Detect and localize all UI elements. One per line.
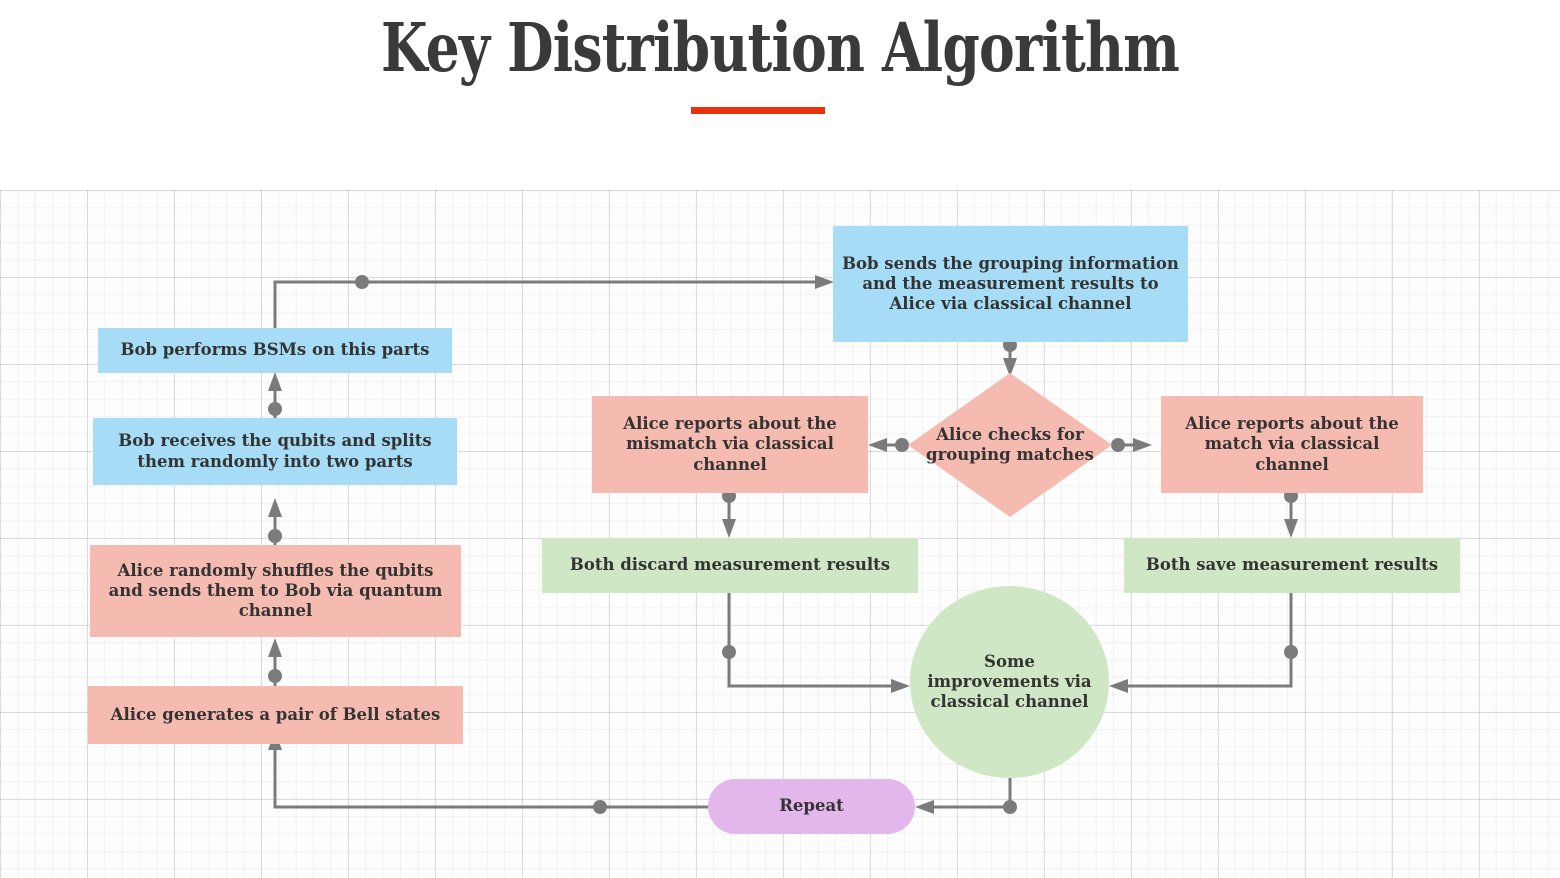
- node-repeat[interactable]: Repeat: [708, 779, 915, 834]
- node-alice-reports-mismatch[interactable]: Alice reports about the mismatch via cla…: [592, 396, 868, 493]
- edge-discard-to-improvements: [722, 593, 910, 693]
- arrow-head: [815, 275, 834, 289]
- node-both-save-results[interactable]: Both save measurement results: [1124, 538, 1460, 593]
- edge-shuffle-to-receive: [268, 498, 282, 545]
- node-bob-performs-bsms[interactable]: Bob performs BSMs on this parts: [98, 328, 452, 373]
- edge-improvements-to-repeat: [915, 778, 1017, 814]
- edge-mismatch-to-discard: [722, 489, 736, 538]
- flowchart-canvas: Bob sends the grouping information and t…: [0, 190, 1560, 878]
- arrow-head: [1109, 679, 1128, 693]
- arrow-head: [268, 638, 282, 657]
- node-alice-reports-match[interactable]: Alice reports about the match via classi…: [1161, 396, 1423, 493]
- arrow-head: [268, 498, 282, 517]
- edge-dot: [268, 529, 282, 543]
- node-bob-sends-grouping-info[interactable]: Bob sends the grouping information and t…: [833, 226, 1188, 342]
- title-underline: [691, 107, 825, 114]
- arrow-head: [868, 438, 887, 452]
- edge-dot: [895, 438, 909, 452]
- node-alice-shuffles-qubits[interactable]: Alice randomly shuffles the qubits and s…: [90, 545, 461, 637]
- node-alice-generates-bell-states[interactable]: Alice generates a pair of Bell states: [88, 686, 463, 744]
- edge-dot: [722, 645, 736, 659]
- edge-bell-to-shuffle: [268, 638, 282, 686]
- title-area: Key Distribution Algorithm: [0, 0, 1560, 190]
- edge-bsm-to-send: [273, 275, 834, 328]
- edge-dot: [593, 800, 607, 814]
- arrow-head: [915, 800, 934, 814]
- node-bob-receives-qubits[interactable]: Bob receives the qubits and splits them …: [93, 418, 457, 485]
- edge-save-to-improvements: [1109, 593, 1298, 693]
- node-some-improvements[interactable]: Some improvements via classical channel: [910, 586, 1109, 778]
- edge-receive-to-bsm: [268, 372, 282, 418]
- arrow-head: [268, 372, 282, 391]
- arrow-head: [891, 679, 910, 693]
- node-both-discard-results[interactable]: Both discard measurement results: [542, 538, 918, 593]
- edge-check-to-match: [1111, 438, 1152, 452]
- arrow-head: [1284, 519, 1298, 538]
- edge-dot: [1003, 800, 1017, 814]
- edge-send-to-check: [1003, 338, 1017, 377]
- edge-dot: [268, 402, 282, 416]
- page-title: Key Distribution Algorithm: [380, 8, 1180, 87]
- edge-dot: [268, 669, 282, 683]
- arrow-head: [722, 519, 736, 538]
- edge-check-to-mismatch: [868, 438, 909, 452]
- edge-dot: [1284, 645, 1298, 659]
- edge-dot: [1111, 438, 1125, 452]
- arrow-head: [1133, 438, 1152, 452]
- edge-match-to-save: [1284, 489, 1298, 538]
- edge-layer: [268, 275, 1298, 814]
- node-label: Alice checks for grouping matches: [926, 424, 1094, 464]
- edge-dot: [355, 275, 369, 289]
- node-alice-checks-grouping-matches[interactable]: Alice checks for grouping matches: [908, 373, 1112, 517]
